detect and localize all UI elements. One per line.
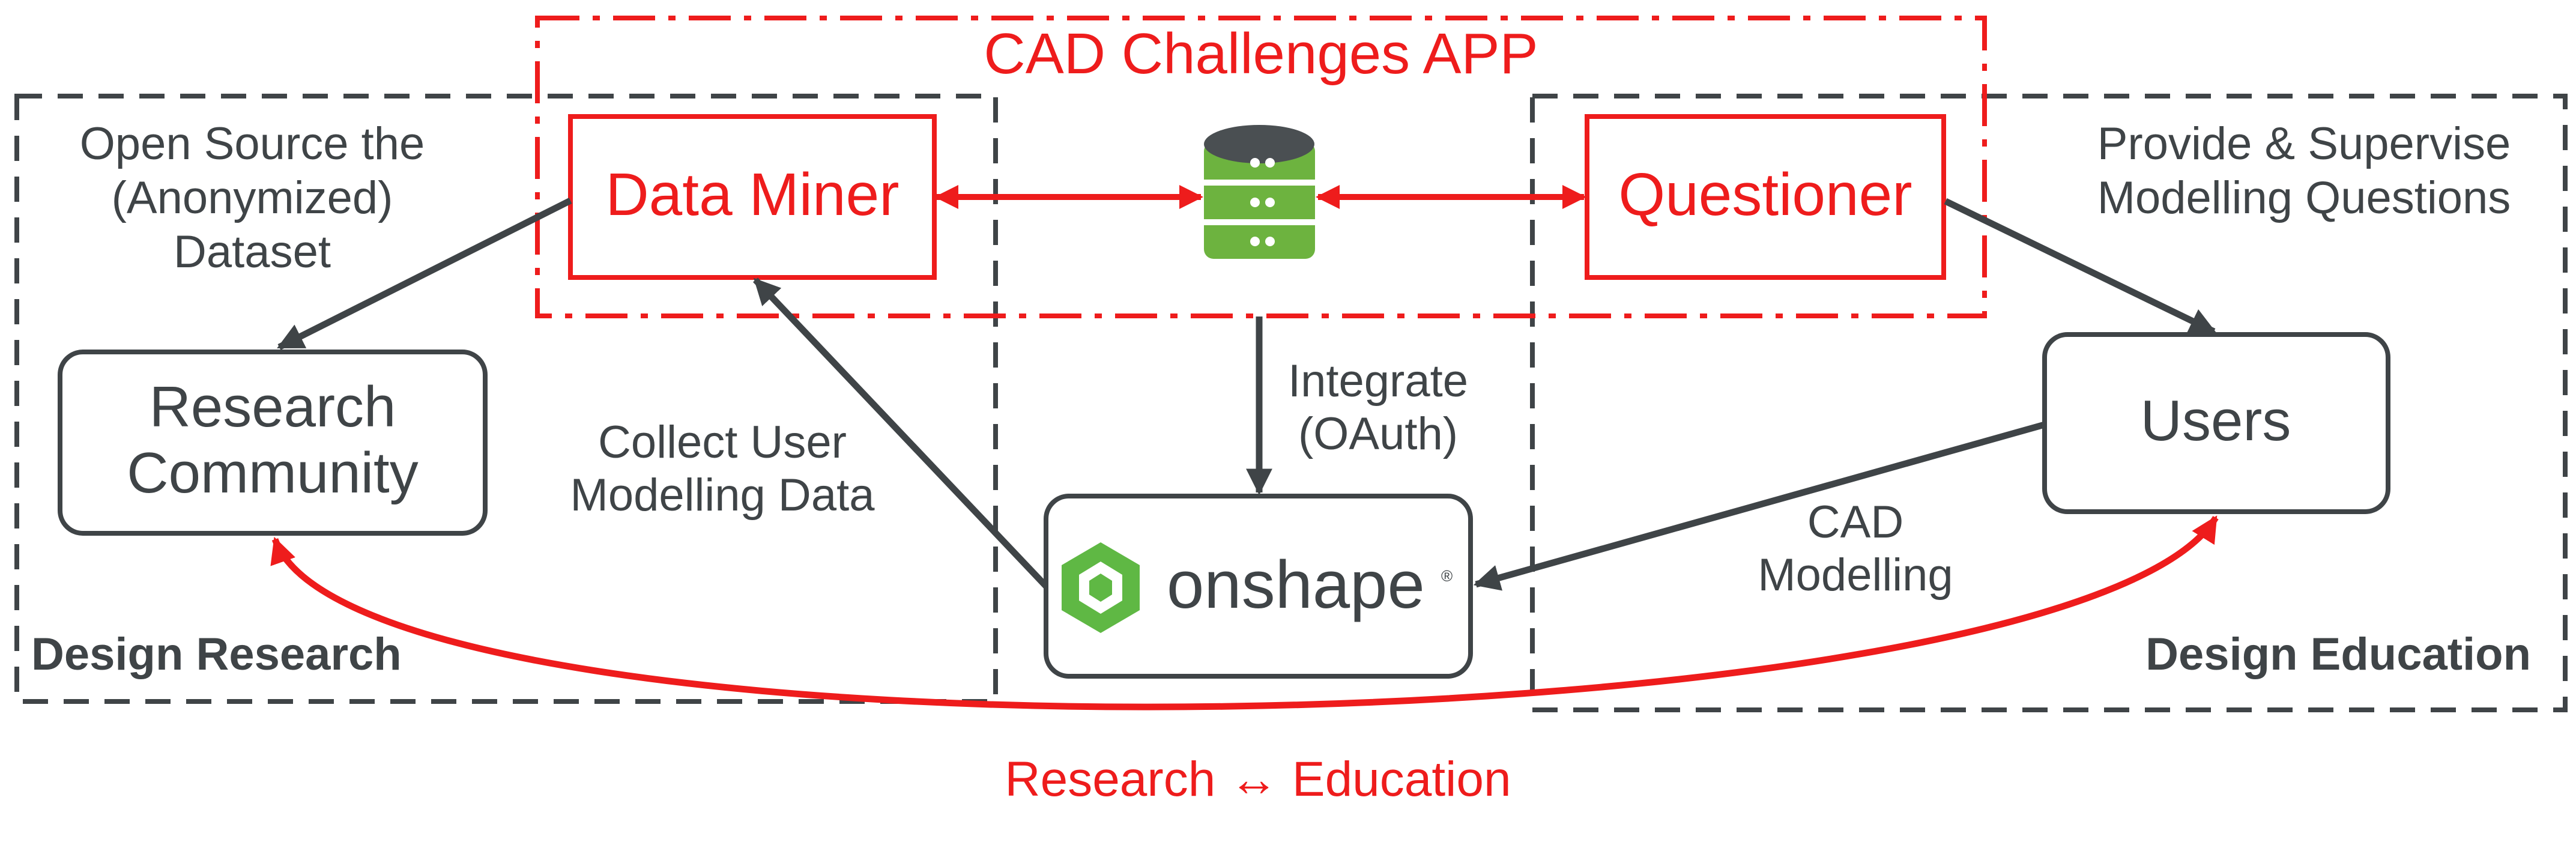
users-label: Users bbox=[2141, 389, 2291, 453]
research-community-label-2: Community bbox=[127, 441, 418, 505]
research-education-curve bbox=[270, 515, 2219, 710]
cad-modelling-text-2: Modelling bbox=[1758, 550, 1953, 601]
design-research-group bbox=[14, 94, 998, 704]
app-title: CAD Challenges APP bbox=[984, 22, 1538, 86]
open-source-text-1: Open Source the bbox=[80, 118, 425, 169]
questioner-box[interactable] bbox=[1585, 114, 1946, 280]
cad-modelling-text-1: CAD bbox=[1807, 497, 1903, 548]
research-community-label-1: Research bbox=[150, 375, 396, 439]
integrate-text-2: (OAuth) bbox=[1298, 408, 1458, 459]
provide-supervise-text-1: Provide & Supervise bbox=[2097, 118, 2511, 169]
onshape-wordmark: onshape bbox=[1167, 547, 1425, 622]
open-source-text-2: (Anonymized) bbox=[112, 172, 393, 223]
design-education-label: Design Education bbox=[2145, 629, 2531, 680]
collect-text-1: Collect User bbox=[598, 417, 847, 468]
design-education-group bbox=[1530, 94, 2568, 712]
arrow-questioner-to-users bbox=[1944, 198, 2216, 335]
design-research-label: Design Research bbox=[31, 629, 402, 680]
cad-challenges-app-group bbox=[535, 16, 1987, 318]
research-education-label: Research ↔ Education bbox=[1005, 752, 1511, 807]
questioner-label: Questioner bbox=[1618, 161, 1912, 228]
provide-supervise-text-2: Modelling Questions bbox=[2097, 172, 2511, 223]
integrate-text-1: Integrate bbox=[1288, 356, 1468, 407]
onshape-registered-mark: ® bbox=[1441, 567, 1453, 585]
arrow-dataminer-to-research bbox=[277, 198, 572, 350]
data-miner-label: Data Miner bbox=[605, 161, 899, 228]
open-source-text-3: Dataset bbox=[174, 226, 331, 277]
users-box[interactable] bbox=[2042, 332, 2390, 514]
database-icon bbox=[1204, 125, 1315, 259]
collect-text-2: Modelling Data bbox=[570, 470, 875, 521]
